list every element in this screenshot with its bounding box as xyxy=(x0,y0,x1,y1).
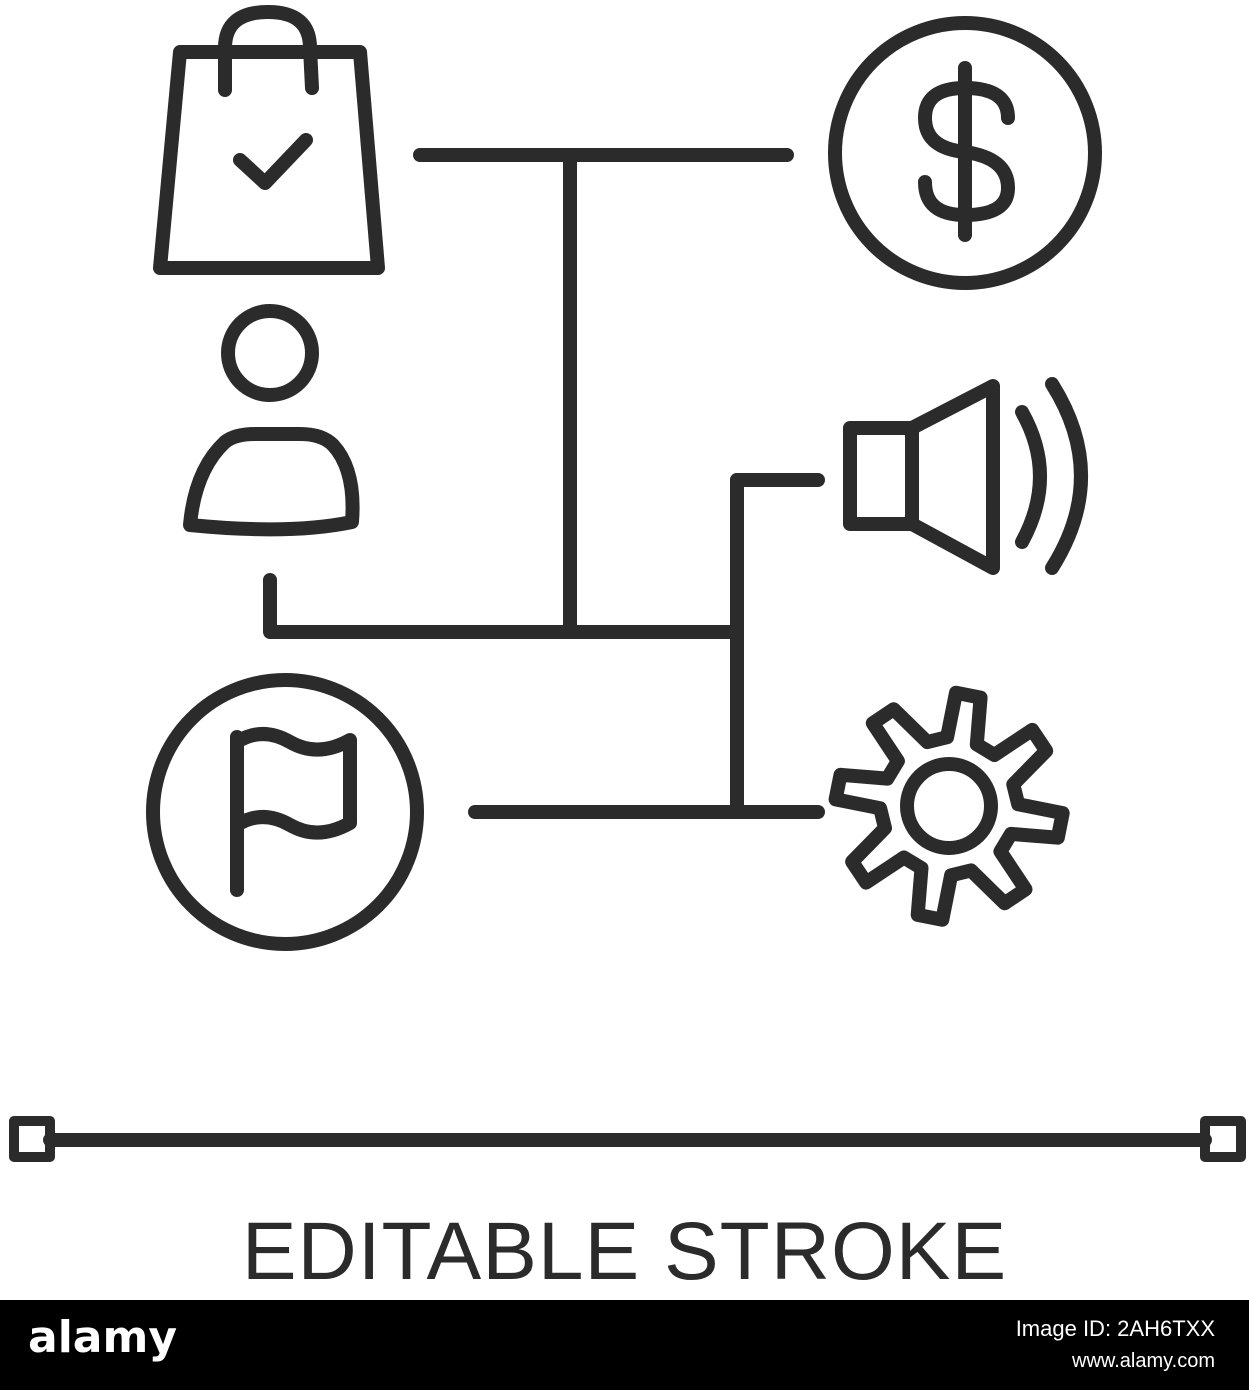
gear-icon xyxy=(828,685,1070,927)
image-id: Image ID: 2AH6TXX xyxy=(1015,1316,1215,1341)
user-icon xyxy=(183,304,360,537)
marketing-mix-illustration xyxy=(9,5,1246,1162)
stroke-width-handle-icon xyxy=(9,1116,1246,1162)
connector-lines xyxy=(263,148,825,819)
caption-editable-stroke: EDITABLE STROKE xyxy=(241,1206,1008,1297)
speaker-icon xyxy=(843,377,1088,575)
flag-icon xyxy=(146,673,424,951)
site-url[interactable]: www.alamy.com xyxy=(1072,1350,1215,1372)
footer-bar: alamy Image ID: 2AH6TXX www.alamy.com xyxy=(0,1300,1249,1390)
brand-logo[interactable]: alamy xyxy=(28,1312,177,1363)
shopping-bag-check-icon xyxy=(153,5,385,275)
dollar-coin-icon xyxy=(828,16,1102,290)
